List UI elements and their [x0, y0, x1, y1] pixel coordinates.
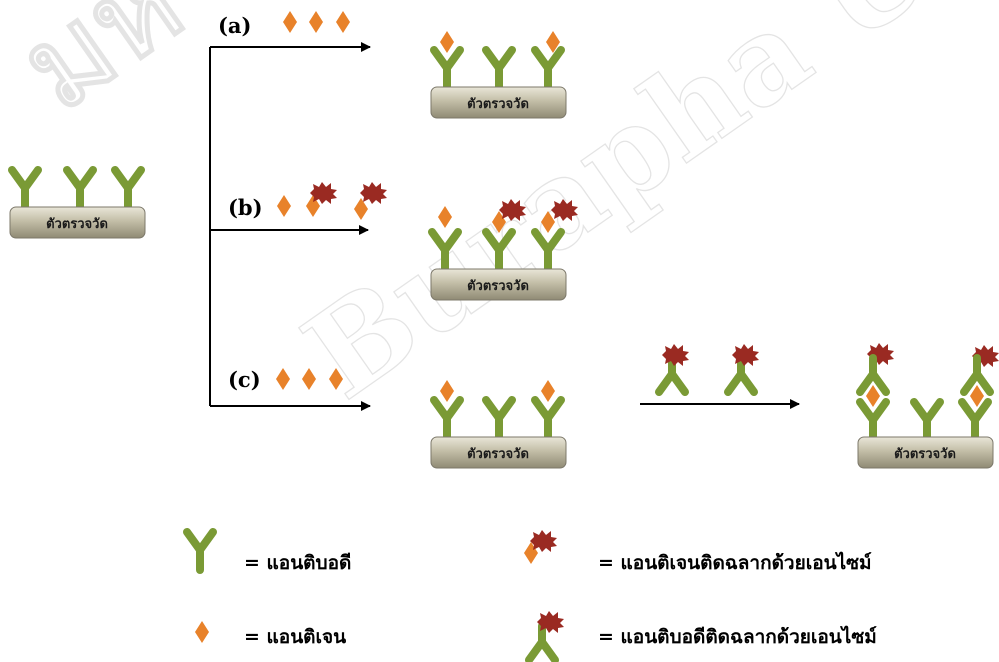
antigens-b — [277, 182, 387, 220]
branch-arrows — [209, 42, 800, 411]
enzyme-labeled-antibody-icon — [529, 626, 555, 660]
sensor-label: ตัวตรวจวัด — [46, 217, 108, 232]
step-label-c: (c) — [228, 367, 261, 392]
enzyme-labeled-antigen-icon — [354, 198, 368, 220]
labeled-antibodies-c — [659, 344, 759, 392]
enzyme-icon — [537, 611, 564, 633]
antibody-icon — [962, 402, 988, 440]
antibody-icon — [12, 170, 38, 208]
enzyme-icon — [310, 182, 337, 204]
antigen-icon — [276, 368, 290, 390]
sensor-label: ตัวตรวจวัด — [894, 447, 956, 462]
antibody-icon — [535, 400, 561, 438]
legend-label-enzyme-antibody: = แอนติบอดีติดฉลากด้วยเอนไซม์ — [598, 625, 877, 648]
enzyme-icon — [530, 530, 557, 552]
step-label-b: (b) — [228, 195, 263, 220]
antigen-icon — [195, 621, 209, 643]
sensor-plate — [430, 436, 567, 469]
enzyme-icon — [662, 344, 689, 366]
antibody-icon — [115, 170, 141, 208]
sensor-plate — [430, 86, 567, 119]
antibody-icon — [434, 400, 460, 438]
sensor-plate — [857, 436, 994, 469]
sensor-result-c: ตัวตรวจวัด — [430, 380, 567, 469]
antibody-icon — [860, 402, 886, 440]
antibody-icon — [486, 50, 512, 88]
legend-label-antibody: = แอนติบอดี — [244, 552, 351, 574]
sensor-result-a: ตัวตรวจวัด — [430, 31, 567, 119]
antibody-icon — [535, 50, 561, 88]
legend: = แอนติบอดี = แอนติเจน = แอนติเจนติดฉลาก… — [187, 530, 877, 660]
antigen-icon — [283, 11, 297, 33]
legend-item-antibody: = แอนติบอดี — [187, 532, 351, 574]
antigen-icon — [302, 368, 316, 390]
initial-sensor: ตัวตรวจวัด — [9, 170, 146, 239]
antibody-icon — [486, 400, 512, 438]
antigens-a — [283, 11, 350, 33]
enzyme-icon — [732, 344, 759, 366]
antigen-icon — [309, 11, 323, 33]
sensor-label: ตัวตรวจวัด — [467, 279, 529, 294]
sensor-result-b: ตัวตรวจวัด — [430, 199, 578, 301]
legend-label-enzyme-antigen: = แอนติเจนติดฉลากด้วยเอนไซม์ — [598, 551, 872, 574]
watermark-latin: Burapha Uni — [280, 0, 999, 426]
antibody-icon — [67, 170, 93, 208]
legend-label-antigen: = แอนติเจน — [244, 626, 346, 648]
sensor-plate — [9, 206, 146, 239]
sensor-plate — [430, 268, 567, 301]
sensor-label: ตัวตรวจวัด — [467, 447, 529, 462]
antigen-icon — [277, 195, 291, 217]
sensor-result-sandwich: ตัวตรวจวัด — [857, 343, 999, 469]
antibody-icon — [434, 50, 460, 88]
antibody-icon — [187, 532, 213, 570]
enzyme-icon — [360, 182, 387, 204]
step-label-a: (a) — [218, 13, 251, 38]
legend-item-antigen: = แอนติเจน — [195, 621, 346, 648]
antibody-icon — [914, 402, 940, 440]
legend-item-enzyme-antigen: = แอนติเจนติดฉลากด้วยเอนไซม์ — [524, 530, 872, 574]
antigen-icon — [336, 11, 350, 33]
legend-item-enzyme-antibody: = แอนติบอดีติดฉลากด้วยเอนไซม์ — [529, 611, 877, 660]
sensor-label: ตัวตรวจวัด — [467, 97, 529, 112]
